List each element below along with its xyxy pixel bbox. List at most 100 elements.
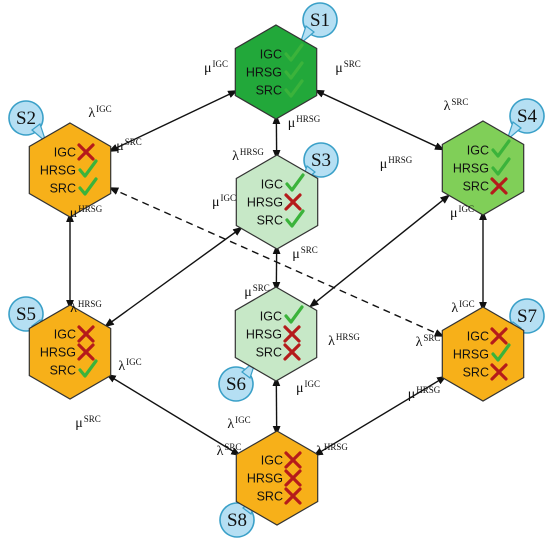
component-label-hrsg: HRSG <box>246 66 282 80</box>
check-icon <box>491 343 511 362</box>
rate-label: μSRC <box>335 59 361 76</box>
rate-label: μIGC <box>204 59 228 76</box>
state-id-label: S3 <box>311 150 331 171</box>
rate-component: SRC <box>451 97 468 107</box>
cross-icon <box>284 487 302 505</box>
state-id-label: S1 <box>310 10 330 31</box>
check-icon <box>284 61 304 80</box>
component-label-src: SRC <box>50 364 76 378</box>
state-tag: S7 <box>505 298 545 342</box>
component-label-src: SRC <box>50 182 76 196</box>
rate-component: IGC <box>213 59 229 69</box>
rate-component: SRC <box>253 283 270 293</box>
cross-icon <box>283 343 301 361</box>
rate-symbol: λ <box>227 417 234 432</box>
check-icon <box>491 139 511 158</box>
check-icon <box>284 305 304 324</box>
state-hexagon <box>235 154 319 250</box>
rate-symbol: λ <box>88 106 95 121</box>
rate-symbol: μ <box>116 139 124 154</box>
component-label-src: SRC <box>256 346 282 360</box>
rate-label: λHRSG <box>316 442 348 459</box>
rate-component: IGC <box>235 415 251 425</box>
state-tag: S6 <box>218 358 258 402</box>
cross-icon <box>490 363 508 381</box>
rate-symbol: λ <box>416 335 423 350</box>
rate-symbol: λ <box>70 301 77 316</box>
rate-symbol: μ <box>335 61 343 76</box>
rate-component: HRSG <box>388 155 413 165</box>
rate-component: IGC <box>221 193 237 203</box>
check-icon <box>285 209 305 228</box>
component-label-hrsg: HRSG <box>247 196 283 210</box>
rate-symbol: μ <box>380 157 388 172</box>
component-label-igc: IGC <box>467 144 489 158</box>
cross-icon <box>284 193 302 211</box>
cross-icon <box>284 469 302 487</box>
cross-icon <box>77 143 95 161</box>
rate-component: IGC <box>459 299 475 309</box>
check-icon <box>78 359 98 378</box>
rate-symbol: μ <box>408 387 416 402</box>
tag-pointer <box>505 121 522 142</box>
rate-component: IGC <box>126 357 142 367</box>
cross-icon <box>284 451 302 469</box>
cross-icon <box>77 343 95 361</box>
transition-s5-s8 <box>106 373 241 457</box>
transition-s1-s2 <box>108 89 238 153</box>
component-label-hrsg: HRSG <box>40 164 76 178</box>
rate-label: λIGC <box>227 415 250 432</box>
rate-label: μHRSG <box>288 114 321 131</box>
component-label-igc: IGC <box>54 146 76 160</box>
tag-pointer <box>298 25 315 46</box>
state-tag: S4 <box>505 98 545 142</box>
rate-symbol: μ <box>70 206 78 221</box>
rate-label: μHRSG <box>70 204 103 221</box>
tag-bubble <box>509 298 545 334</box>
state-id-label: S8 <box>227 510 247 531</box>
rate-component: SRC <box>224 442 241 452</box>
cross-icon <box>490 177 508 195</box>
check-icon <box>78 159 98 178</box>
component-label-igc: IGC <box>261 454 283 468</box>
component-label-igc: IGC <box>261 178 283 192</box>
transition-s3-s5 <box>104 226 243 328</box>
rate-component: HRSG <box>416 385 441 395</box>
rate-component: SRC <box>84 414 101 424</box>
rate-label: μIGC <box>212 193 236 210</box>
transition-s7-s8 <box>313 375 447 457</box>
tag-bubble <box>303 142 339 178</box>
state-id-label: S7 <box>517 306 537 327</box>
rate-symbol: μ <box>204 61 212 76</box>
state-id-label: S4 <box>517 106 538 127</box>
check-icon <box>285 173 305 192</box>
rate-label: μHRSG <box>408 385 441 402</box>
component-label-src: SRC <box>257 490 283 504</box>
cross-icon <box>490 327 508 345</box>
rate-label: μSRC <box>116 137 142 154</box>
rate-component: IGC <box>96 104 112 114</box>
rate-component: HRSG <box>336 332 361 342</box>
rate-component: HRSG <box>78 204 103 214</box>
state-nodes: S1IGCHRSGSRCS2IGCHRSGSRCS3IGCHRSGSRCS4IG… <box>8 2 545 538</box>
state-hexagon <box>234 24 318 120</box>
tag-bubble <box>8 296 44 332</box>
component-label-hrsg: HRSG <box>40 346 76 360</box>
rate-label: λIGC <box>118 357 141 374</box>
tag-bubble <box>8 100 44 136</box>
tag-bubble <box>509 98 545 134</box>
rate-component: HRSG <box>240 147 265 157</box>
component-label-igc: IGC <box>260 48 282 62</box>
check-icon <box>78 177 98 196</box>
tag-bubble <box>302 2 338 38</box>
cross-icon <box>283 325 301 343</box>
rate-symbol: λ <box>451 301 458 316</box>
rate-label: λIGC <box>88 104 111 121</box>
